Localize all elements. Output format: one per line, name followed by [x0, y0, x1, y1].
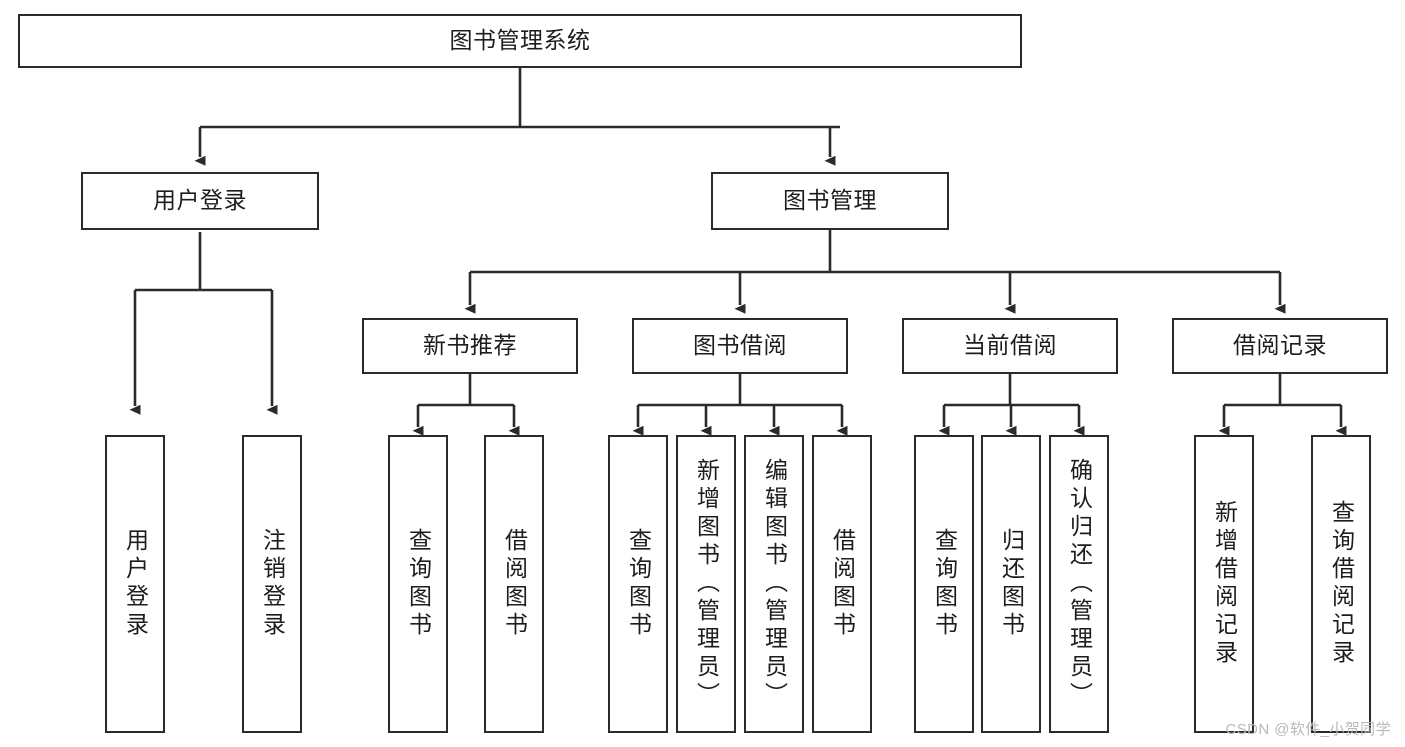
- leaf-recommend-query-book[interactable]: 查询图书: [388, 435, 448, 733]
- node-label: 用户登录: [122, 528, 149, 640]
- node-book-management[interactable]: 图书管理: [711, 172, 949, 230]
- leaf-current-confirm-return-admin[interactable]: 确认归还（管理员）: [1049, 435, 1109, 733]
- node-borrow-record[interactable]: 借阅记录: [1172, 318, 1388, 374]
- node-label: 查询图书: [931, 528, 958, 640]
- node-label: 查询图书: [625, 528, 652, 640]
- node-label: 查询借阅记录: [1328, 500, 1355, 668]
- node-new-book-recommend[interactable]: 新书推荐: [362, 318, 578, 374]
- node-book-borrow[interactable]: 图书借阅: [632, 318, 848, 374]
- node-label: 注销登录: [259, 528, 286, 640]
- node-label: 当前借阅: [963, 332, 1057, 359]
- node-label: 编辑图书（管理员）: [761, 458, 788, 710]
- node-label: 新增借阅记录: [1211, 500, 1238, 668]
- leaf-borrow-query-book[interactable]: 查询图书: [608, 435, 668, 733]
- node-label: 新书推荐: [423, 332, 517, 359]
- node-label: 查询图书: [405, 528, 432, 640]
- leaf-current-return-book[interactable]: 归还图书: [981, 435, 1041, 733]
- node-label: 新增图书（管理员）: [693, 458, 720, 710]
- node-label: 借阅图书: [501, 528, 528, 640]
- leaf-record-add-record[interactable]: 新增借阅记录: [1194, 435, 1254, 733]
- node-root-system[interactable]: 图书管理系统: [18, 14, 1022, 68]
- node-label: 用户登录: [153, 187, 247, 214]
- leaf-user-login-signout[interactable]: 注销登录: [242, 435, 302, 733]
- node-user-login[interactable]: 用户登录: [81, 172, 319, 230]
- leaf-borrow-borrow-book[interactable]: 借阅图书: [812, 435, 872, 733]
- leaf-recommend-borrow-book[interactable]: 借阅图书: [484, 435, 544, 733]
- node-label: 图书管理系统: [449, 27, 591, 54]
- leaf-borrow-edit-book-admin[interactable]: 编辑图书（管理员）: [744, 435, 804, 733]
- node-label: 图书管理: [783, 187, 877, 214]
- node-current-borrow[interactable]: 当前借阅: [902, 318, 1118, 374]
- node-label: 图书借阅: [693, 332, 787, 359]
- leaf-current-query-book[interactable]: 查询图书: [914, 435, 974, 733]
- node-label: 确认归还（管理员）: [1066, 458, 1093, 710]
- csdn-watermark: CSDN @软件_小贺同学: [1225, 721, 1391, 738]
- leaf-borrow-add-book-admin[interactable]: 新增图书（管理员）: [676, 435, 736, 733]
- leaf-record-query-record[interactable]: 查询借阅记录: [1311, 435, 1371, 733]
- node-label: 借阅图书: [829, 528, 856, 640]
- node-label: 归还图书: [998, 528, 1025, 640]
- leaf-user-login-signin[interactable]: 用户登录: [105, 435, 165, 733]
- node-label: 借阅记录: [1233, 332, 1327, 359]
